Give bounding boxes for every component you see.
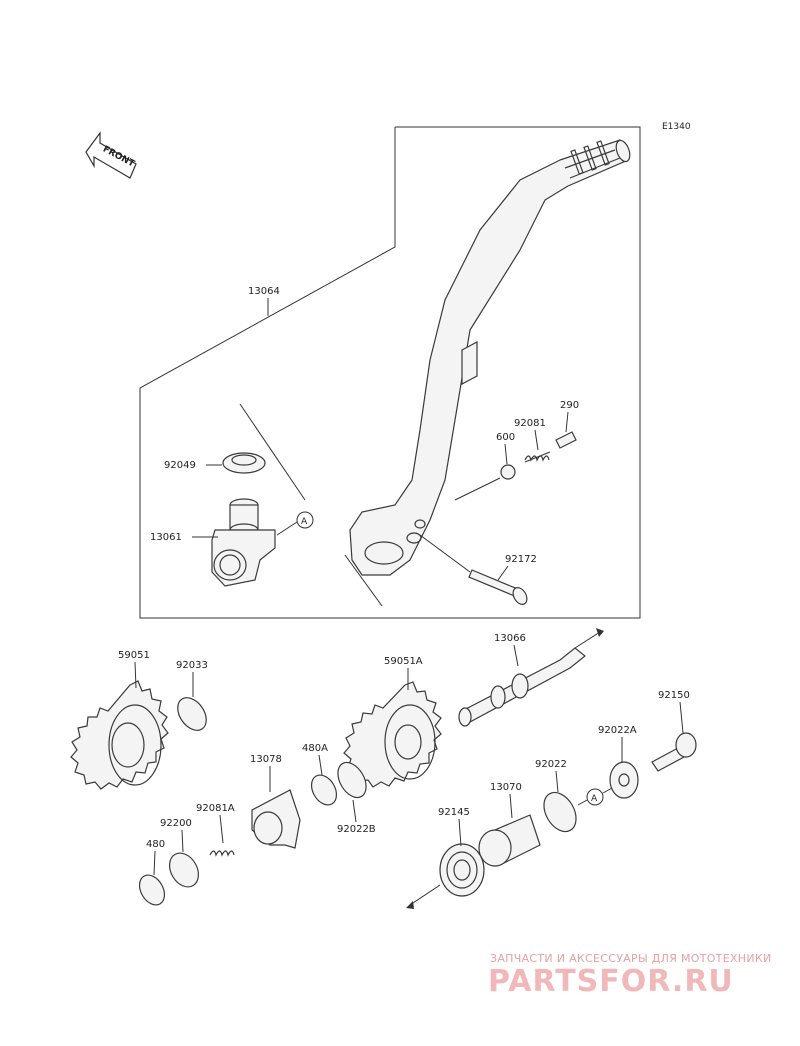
ref-marker-a-lower: A	[586, 788, 604, 806]
watermark-tagline: ЗАПЧАСТИ И АКСЕССУАРЫ ДЛЯ МОТОТЕХНИКИ	[490, 952, 772, 965]
detent-spring-290	[555, 431, 577, 449]
spring-92081	[524, 451, 551, 463]
circlip-92022	[543, 791, 577, 833]
label-92022B: 92022B	[337, 824, 376, 835]
ref-marker-a-text: A	[301, 517, 308, 527]
label-290: 290	[560, 400, 579, 411]
oil-seal-92049	[222, 452, 266, 474]
diagram-code: E1340	[662, 122, 691, 132]
axis-line-left	[239, 403, 306, 501]
circlip-92033	[177, 697, 207, 731]
front-arrow-icon: FRONT	[85, 131, 137, 179]
bolt-92172	[468, 569, 528, 605]
gear-59051A	[343, 681, 442, 788]
watermark-logo: PARTSFOR.RU	[488, 964, 734, 999]
circlip-480A	[310, 774, 338, 806]
label-92049: 92049	[164, 460, 196, 471]
ratchet-13070	[478, 814, 541, 867]
label-92200: 92200	[160, 818, 192, 829]
shaft-boss-13061	[211, 498, 276, 587]
label-59051: 59051	[118, 650, 150, 661]
label-480: 480	[146, 839, 165, 850]
label-13061: 13061	[150, 532, 182, 543]
ref-marker-a-lower-text: A	[591, 794, 598, 804]
label-92081A: 92081A	[196, 803, 235, 814]
label-92022A: 92022A	[598, 725, 637, 736]
spring-92145	[439, 843, 485, 897]
circlip-92022B	[337, 761, 367, 799]
gear-59051	[70, 680, 169, 790]
washer-92022A	[609, 761, 639, 799]
label-600: 600	[496, 432, 515, 443]
kick-pedal-lever	[349, 139, 631, 576]
label-59051A: 59051A	[384, 656, 423, 667]
guide-13078	[251, 789, 301, 849]
label-92145: 92145	[438, 807, 470, 818]
label-13078: 13078	[250, 754, 282, 765]
label-13066: 13066	[494, 633, 526, 644]
label-92172: 92172	[505, 554, 537, 565]
label-13064: 13064	[248, 286, 280, 297]
circlip-480	[138, 874, 166, 906]
label-480A: 480A	[302, 743, 328, 754]
label-92022: 92022	[535, 759, 567, 770]
ball-600	[500, 464, 516, 480]
bolt-92150	[651, 732, 697, 772]
label-92033: 92033	[176, 660, 208, 671]
washer-92200	[168, 852, 200, 888]
label-92081: 92081	[514, 418, 546, 429]
ref-marker-a-upper: A	[296, 511, 314, 529]
spring-92081A	[209, 850, 235, 857]
label-92150: 92150	[658, 690, 690, 701]
kick-shaft-13066	[458, 647, 586, 727]
label-13070: 13070	[490, 782, 522, 793]
assembly-outline	[139, 126, 641, 619]
